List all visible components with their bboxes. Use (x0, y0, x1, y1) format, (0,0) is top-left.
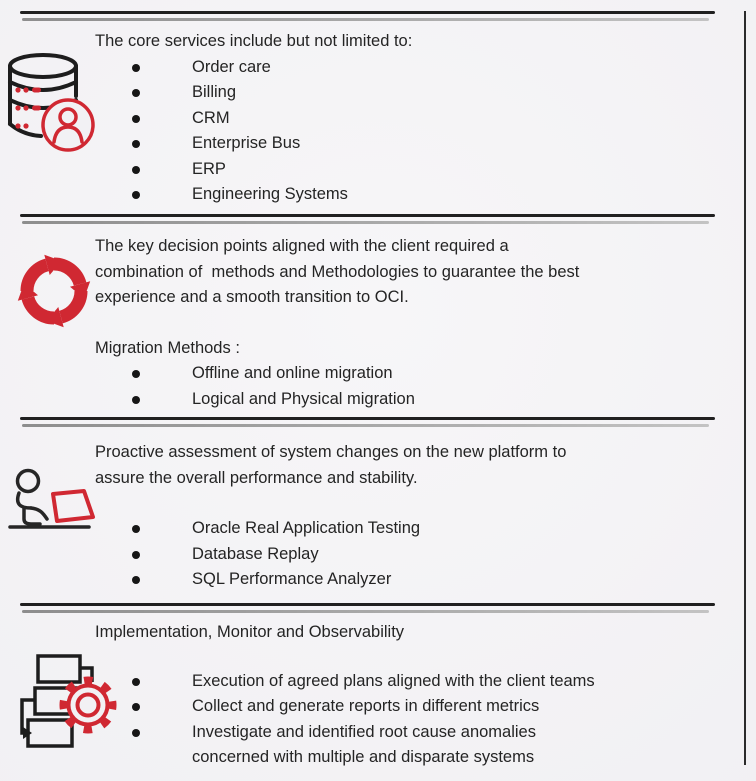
bullet-dot-icon (132, 370, 140, 378)
bullet-dot-icon (132, 525, 140, 533)
bullet-dot-icon (132, 728, 140, 737)
database-user-icon (5, 52, 100, 152)
bullet-dot-icon (132, 89, 140, 97)
list-item: Logical and Physical migration (95, 387, 740, 413)
person-laptop-icon (8, 462, 103, 534)
section-divider (20, 417, 715, 429)
list-item: Investigate and identified root cause an… (95, 720, 740, 771)
list-item: ERP (95, 157, 740, 183)
section-subheader: Migration Methods : (95, 338, 240, 357)
section-paragraph: The key decision points aligned with the… (95, 237, 580, 306)
bullet-dot-icon (132, 703, 140, 711)
section-header: The core services include but not limite… (95, 32, 413, 50)
section-migration: The key decision points aligned with the… (95, 234, 740, 412)
list-item: Database Replay (95, 542, 740, 568)
bullet-dot-icon (132, 114, 140, 123)
section-paragraph: Proactive assessment of system changes o… (95, 443, 567, 487)
bullet-dot-icon (132, 63, 140, 72)
bullet-dot-icon (132, 550, 140, 559)
refresh-cycle-icon (10, 247, 98, 335)
section-header: Implementation, Monitor and Observabilit… (95, 623, 405, 641)
section-divider (20, 214, 715, 226)
bullet-dot-icon (132, 191, 140, 199)
list-item: SQL Performance Analyzer (95, 567, 740, 593)
section-implementation: Implementation, Monitor and Observabilit… (95, 620, 740, 771)
list-item: Oracle Real Application Testing (95, 516, 740, 542)
list-item: CRM (95, 106, 740, 132)
right-border-line (744, 11, 746, 765)
section-divider (20, 603, 715, 615)
list-item: Offline and online migration (95, 361, 740, 387)
flowchart-gear-icon (18, 648, 130, 760)
section-divider (20, 11, 715, 23)
list-item: Collect and generate reports in differen… (95, 694, 740, 720)
bullet-dot-icon (132, 677, 140, 686)
bullet-dot-icon (132, 576, 140, 584)
bullet-dot-icon (132, 165, 140, 174)
list-item: Order care (95, 55, 740, 81)
list-item: Execution of agreed plans aligned with t… (95, 669, 740, 695)
bullet-dot-icon (132, 395, 140, 404)
list-item: Enterprise Bus (95, 131, 740, 157)
section-core-services: The core services include but not limite… (95, 29, 740, 208)
list-item: Engineering Systems (95, 182, 740, 208)
list-item: Billing (95, 80, 740, 106)
bullet-dot-icon (132, 140, 140, 148)
section-assessment: Proactive assessment of system changes o… (95, 440, 740, 593)
